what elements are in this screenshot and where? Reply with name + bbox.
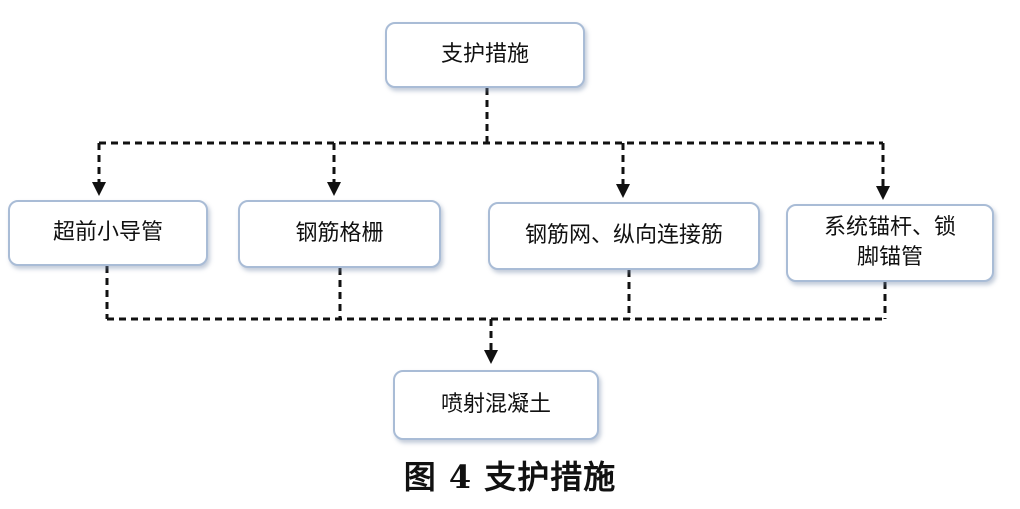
arrowhead-a [92, 182, 106, 196]
node-label: 钢筋网、纵向连接筋 [524, 223, 723, 249]
node-label: 超前小导管 [52, 220, 163, 246]
arrowhead-c [616, 184, 630, 198]
arrowhead-bottom [484, 350, 498, 364]
node-steel-mesh: 钢筋网、纵向连接筋 [488, 202, 760, 270]
node-support-measures: 支护措施 [385, 22, 585, 88]
node-label: 支护措施 [440, 42, 529, 68]
node-label: 喷射混凝土 [440, 392, 551, 418]
node-label: 钢筋格栅 [295, 221, 384, 247]
node-label: 系统锚杆、锁 脚锚管 [823, 215, 956, 270]
node-steel-grid: 钢筋格栅 [238, 200, 441, 268]
node-shotcrete: 喷射混凝土 [393, 370, 599, 440]
node-anchor-bolts: 系统锚杆、锁 脚锚管 [786, 204, 994, 282]
arrowhead-d [876, 186, 890, 200]
figure-caption: 图 4 支护措施 [403, 458, 617, 496]
node-advance-small-pipe: 超前小导管 [8, 200, 208, 266]
arrowhead-b [327, 182, 341, 196]
